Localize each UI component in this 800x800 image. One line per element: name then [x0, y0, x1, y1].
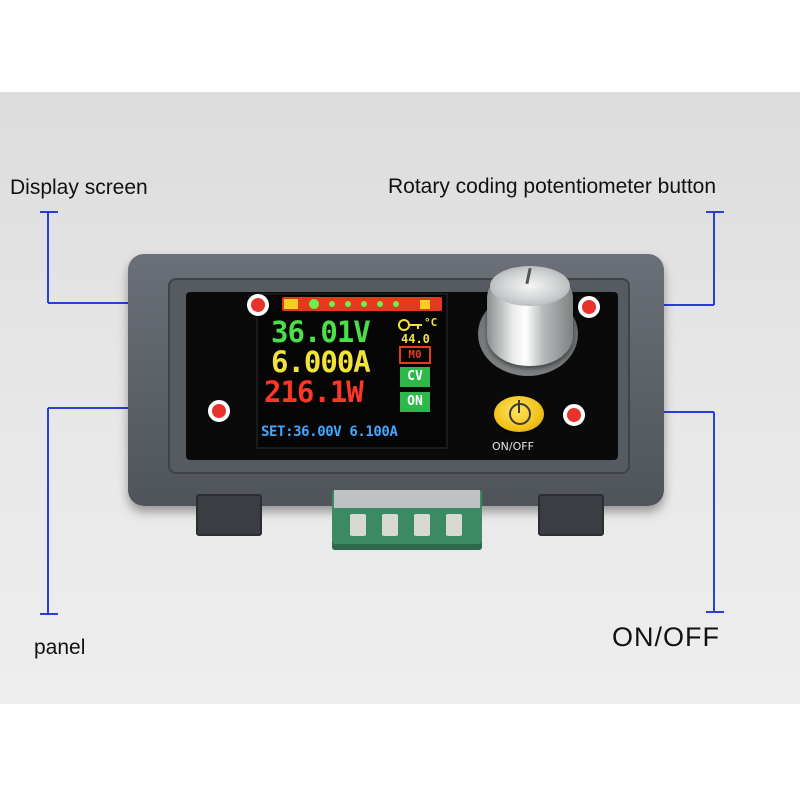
mode-indicator: CV — [400, 367, 430, 387]
output-state-indicator: ON — [400, 392, 430, 412]
terminal-connector-cover — [334, 490, 480, 508]
status-dot-icon — [377, 301, 383, 307]
set-values-text: SET:36.00V 6.100A — [261, 424, 398, 440]
display-screen-marker — [247, 294, 269, 316]
terminal-pin — [414, 514, 430, 536]
status-dot-icon — [345, 301, 351, 307]
temperature-readout: 44.0 — [401, 332, 430, 346]
status-dot-icon — [329, 301, 335, 307]
voltage-readout: 36.01V — [271, 315, 371, 349]
power-icon — [509, 403, 531, 425]
status-bar-icons — [284, 299, 430, 309]
on-off-label: ON/OFF — [612, 622, 720, 652]
power-button-label: ON/OFF — [492, 440, 534, 453]
terminal-pin — [446, 514, 462, 536]
memory-indicator: M0 — [399, 346, 431, 364]
lock-icon — [420, 300, 430, 309]
right-mount-clip — [538, 494, 604, 536]
status-dot-icon — [393, 301, 399, 307]
left-mount-clip — [196, 494, 262, 536]
terminal-pin — [382, 514, 398, 536]
key-icon — [398, 319, 422, 331]
set-values-line: SET:36.00V 6.100A — [258, 421, 442, 443]
panel-label: panel — [34, 636, 86, 659]
display-screen-label: Display screen — [10, 176, 148, 199]
rotary-button-marker — [578, 296, 600, 318]
temperature-unit: °C — [424, 316, 438, 329]
terminal-pin — [350, 514, 366, 536]
status-icon — [284, 299, 298, 309]
rotary-button-label: Rotary coding potentiometer button — [388, 175, 717, 198]
power-readout: 216.1W — [264, 375, 364, 409]
status-dot-icon — [361, 301, 367, 307]
current-readout: 6.000A — [271, 345, 371, 379]
power-icon-stem — [518, 400, 520, 413]
status-dot-icon — [309, 299, 319, 309]
panel-marker — [208, 400, 230, 422]
on-off-marker — [563, 404, 585, 426]
